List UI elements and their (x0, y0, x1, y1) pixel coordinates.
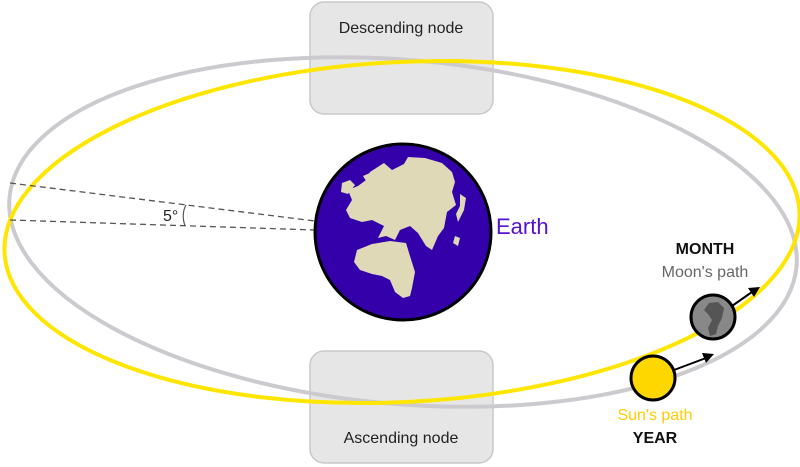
sun-direction-arrow (673, 357, 707, 371)
moon-plane-dashed-line (9, 182, 316, 222)
angle-arc (182, 204, 187, 227)
ecliptic-dashed-line (9, 219, 316, 231)
moon-path-label: Moon's path (662, 264, 749, 281)
moon-period-label: MONTH (676, 241, 735, 258)
sun-icon (629, 354, 677, 402)
sun-orbit (2, 58, 800, 406)
sun-path-label: Sun's path (617, 407, 692, 424)
earth-icon (313, 142, 493, 322)
angle-label: 5° (163, 208, 178, 225)
earth-label: Earth (496, 214, 549, 239)
sun-arrow-head (702, 353, 714, 363)
moon-direction-arrow (731, 291, 753, 307)
sun-period-label: YEAR (633, 430, 678, 447)
moon-arrow-head (748, 287, 760, 297)
moon-icon (689, 293, 737, 341)
ascending-node-label: Ascending node (344, 430, 459, 447)
descending-node-label: Descending node (339, 20, 464, 37)
